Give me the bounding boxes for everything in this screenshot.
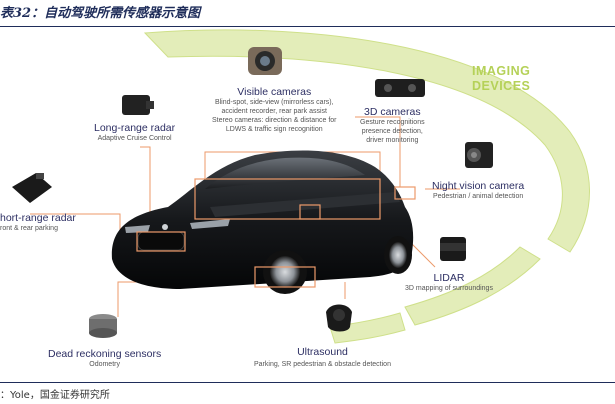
dead-reckoning-desc1: Odometry — [89, 361, 120, 368]
lidar-desc1: 3D mapping of surroundings — [405, 285, 493, 292]
imaging-devices-label: IMAGING DEVICES — [472, 64, 530, 94]
marker-windshield — [194, 178, 381, 220]
ultrasound-label: Ultrasound Parking, SR pedestrian & obst… — [254, 346, 391, 369]
dead-reckoning-icon — [89, 314, 117, 338]
sensor-diagram — [12, 29, 590, 344]
3d-cameras-label: 3D cameras Gesture recognitions presence… — [360, 106, 425, 145]
visible-cameras-desc2: accident recorder, rear park assist — [221, 108, 327, 115]
sensor-markers — [136, 178, 416, 288]
night-vision-desc1: Pedestrian / animal detection — [432, 193, 524, 200]
figure-title: 表32：自动驾驶所需传感器示意图 — [0, 6, 201, 21]
source-rule — [0, 382, 615, 383]
long-range-radar-label: Long-range radar Adaptive Cruise Control — [94, 122, 175, 143]
short-range-radar-label: hort-range radar ront & rear parking — [0, 212, 76, 233]
short-range-radar-icon — [12, 173, 52, 203]
dead-reckoning-title: Dead reckoning sensors — [48, 348, 162, 360]
3d-cameras-desc3: driver monitoring — [366, 137, 419, 144]
visible-cameras-label: Visible cameras Blind-spot, side-view (m… — [212, 86, 337, 134]
visible-camera-icon — [248, 47, 282, 75]
connector-long-range — [140, 146, 151, 227]
night-vision-title: Night vision camera — [432, 180, 525, 192]
night-vision-camera-icon — [465, 142, 493, 168]
lidar-title: LIDAR — [433, 272, 465, 284]
ultrasound-desc1: Parking, SR pedestrian & obstacle detect… — [254, 361, 391, 368]
visible-cameras-title: Visible cameras — [237, 86, 312, 98]
ultrasound-title: Ultrasound — [297, 346, 348, 358]
long-range-radar-desc1: Adaptive Cruise Control — [97, 135, 172, 142]
dead-reckoning-label: Dead reckoning sensors Odometry — [48, 348, 161, 369]
imaging-devices-line1: IMAGING — [472, 64, 531, 78]
long-range-radar-icon — [122, 95, 154, 115]
lidar-label: LIDAR 3D mapping of surroundings — [405, 272, 493, 293]
visible-cameras-desc3: Stereo cameras: direction & distance for — [212, 117, 337, 124]
short-range-radar-title: hort-range radar — [0, 212, 76, 224]
source-note: ：Yole，国金证券研究所 — [0, 390, 110, 401]
marker-rear — [394, 186, 416, 200]
connector-3d-cameras — [355, 116, 401, 187]
lidar-icon — [440, 237, 466, 261]
3d-cameras-desc2: presence detection, — [361, 128, 423, 135]
car-illustration — [111, 150, 414, 294]
ultrasound-sensor-icon — [326, 304, 352, 332]
night-vision-label: Night vision camera Pedestrian / animal … — [432, 180, 524, 201]
short-range-radar-desc1: ront & rear parking — [0, 225, 58, 232]
marker-wheel — [254, 266, 316, 288]
marker-mirror — [299, 204, 321, 220]
marker-front-grille — [136, 231, 186, 252]
3d-cameras-desc1: Gesture recognitions — [360, 119, 425, 126]
long-range-radar-title: Long-range radar — [94, 122, 176, 134]
3d-camera-icon — [375, 79, 425, 97]
title-rule — [0, 26, 615, 27]
imaging-devices-line2: DEVICES — [472, 79, 531, 93]
visible-cameras-desc1: Blind-spot, side-view (mirrorless cars), — [214, 99, 334, 106]
3d-cameras-title: 3D cameras — [363, 106, 421, 118]
visible-cameras-desc4: LDWS & traffic sign recognition — [225, 126, 323, 133]
